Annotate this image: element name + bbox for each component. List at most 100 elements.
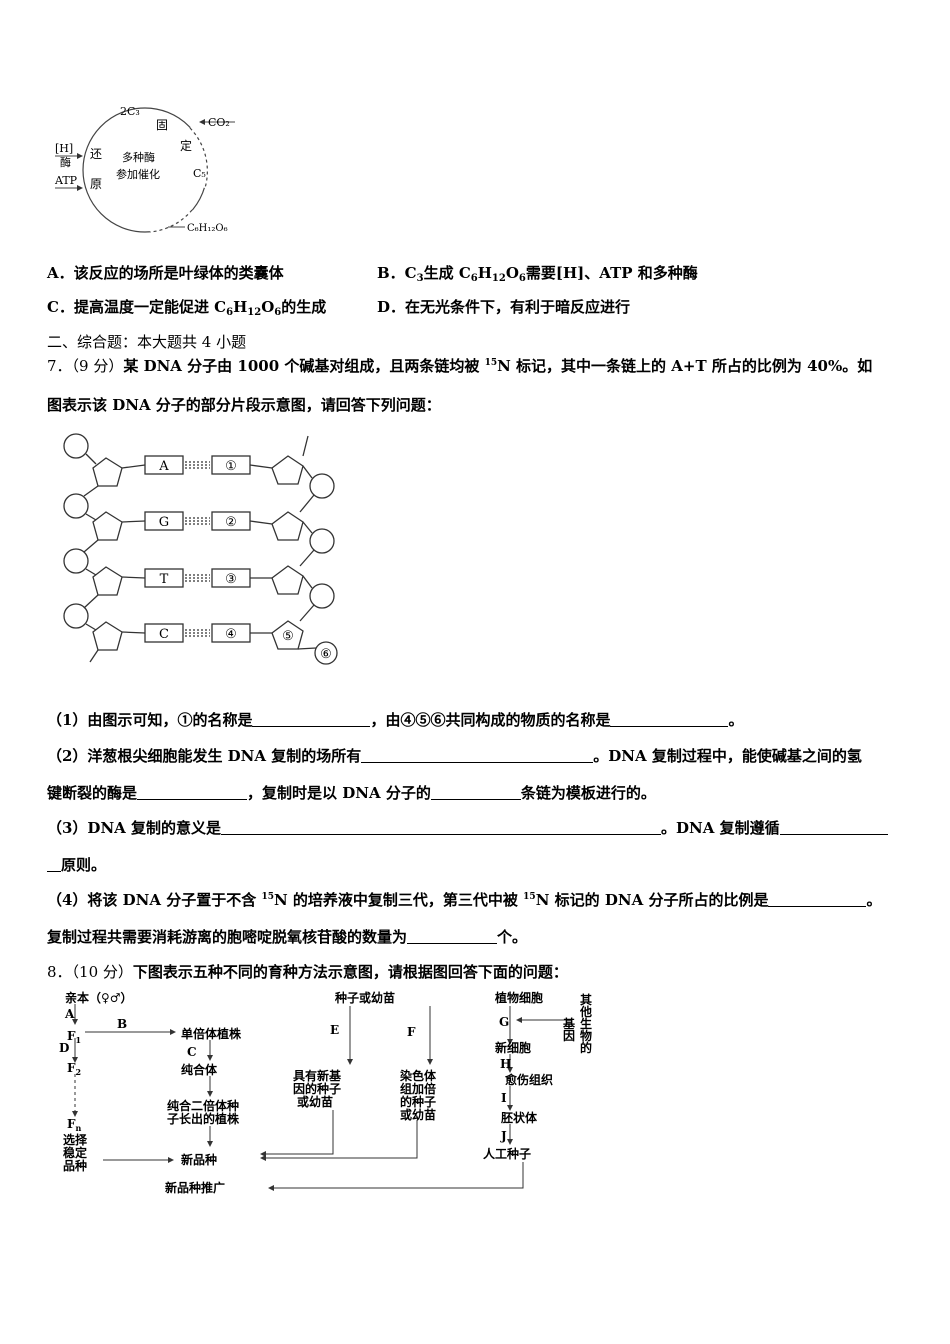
- q7-line-2: 图表示该 DNA 分子的部分片段示意图，请回答下列问题：: [47, 396, 441, 414]
- option-b: B．C3生成 C6H12O6需要[H]、ATP 和多种酶: [377, 264, 698, 284]
- gene-label-2: 因的种子: [293, 1081, 341, 1096]
- phosphate-right-1: [309, 473, 335, 499]
- breeding-flowchart: 亲本（♀♂） A F1 B D F2 Fn 选择 稳定 品种 单倍体植株 C 纯…: [59, 990, 592, 1195]
- embryoid-label: 胚状体: [501, 1110, 538, 1125]
- callus-label: 愈伤组织: [505, 1072, 553, 1087]
- diploid-label-2: 子长出的植株: [167, 1111, 240, 1126]
- pair-label-4: ④: [225, 627, 237, 642]
- step-h: H: [500, 1057, 511, 1071]
- dna-diagram: A G T C ① ② ③ ④ ⑤ ⑥: [63, 433, 338, 665]
- other-label-5: 的: [580, 1040, 592, 1055]
- answer-blank[interactable]: [361, 748, 594, 763]
- f2-label: F2: [67, 1061, 81, 1077]
- answer-blank[interactable]: [47, 857, 61, 872]
- answer-blank[interactable]: [252, 712, 371, 727]
- answer-blank[interactable]: [779, 820, 888, 835]
- label-6: ⑥: [320, 647, 332, 662]
- select-label-2: 稳定: [63, 1145, 87, 1160]
- fix-label-2: 定: [180, 138, 192, 153]
- option-d: D．在无光条件下，有利于暗反应进行: [377, 298, 631, 316]
- sugar-right-2: [271, 511, 304, 541]
- glucose-label: C₆H₁₂O₆: [187, 223, 228, 234]
- base-label-t: T: [160, 572, 169, 587]
- q8-line: 8．（10 分）下图表示五种不同的育种方法示意图，请根据图回答下面的问题：: [47, 963, 568, 981]
- gene-arrow-label-1: 基: [562, 1016, 576, 1031]
- phosphate-right-3: [309, 583, 335, 609]
- gene-label-3: 或幼苗: [297, 1094, 333, 1109]
- reduce-label-2: 原: [90, 177, 102, 191]
- base-label-g: G: [159, 515, 169, 530]
- q7-line-1: 7．（9 分）某 DNA 分子由 1000 个碱基对组成，且两条链均被 15N …: [47, 357, 873, 375]
- atp-label: ATP: [54, 174, 78, 187]
- chr-label-4: 或幼苗: [400, 1107, 436, 1122]
- phosphate-left-3: [63, 548, 89, 574]
- step-b: B: [117, 1017, 127, 1031]
- base-c-box: [144, 623, 184, 643]
- sugar-left-1: [92, 457, 123, 487]
- answer-blank[interactable]: [610, 712, 729, 727]
- answer-blank[interactable]: [430, 785, 521, 800]
- h-label: [H]: [55, 142, 73, 155]
- step-c: C: [187, 1045, 197, 1059]
- chr-label-3: 的种子: [400, 1094, 436, 1109]
- step-d: D: [59, 1041, 69, 1055]
- new-cell-label: 新细胞: [495, 1040, 531, 1055]
- base-label-c: C: [159, 627, 169, 642]
- step-a: A: [64, 1007, 75, 1021]
- answer-blank[interactable]: [221, 820, 662, 835]
- artificial-seed-label: 人工种子: [483, 1146, 531, 1161]
- co2-label: CO₂: [208, 116, 230, 129]
- answer-blank[interactable]: [407, 929, 498, 944]
- f1-label: F1: [67, 1029, 81, 1045]
- reduce-label-1: 还: [90, 147, 102, 161]
- phosphate-left-4: [63, 603, 89, 629]
- other-label-3: 生: [580, 1016, 592, 1031]
- center-label-1: 多种酶: [122, 150, 155, 164]
- q7-sub-1: （1）由图示可知，①的名称是，由④⑤⑥共同构成的物质的名称是。: [47, 711, 744, 729]
- step-e: E: [330, 1023, 339, 1037]
- answer-blank[interactable]: [137, 785, 248, 800]
- sugar-right-3: [271, 565, 304, 595]
- q7-sub-3-line-1: （3）DNA 复制的意义是。DNA 复制遵循: [47, 817, 888, 838]
- base-t-box: [144, 568, 184, 588]
- phosphate-left-2: [63, 493, 89, 519]
- select-label-1: 选择: [63, 1132, 88, 1147]
- seed-label: 种子或幼苗: [334, 990, 395, 1005]
- section-heading: 二、综合题：本大题共 4 小题: [47, 333, 247, 351]
- answer-blank[interactable]: [768, 892, 867, 907]
- q7-sub-2-line-2: 键断裂的酶是，复制时是以 DNA 分子的条链为模板进行的。: [47, 784, 656, 802]
- step-g: G: [499, 1015, 509, 1029]
- other-label-4: 物: [580, 1028, 592, 1043]
- enzyme-label: 酶: [60, 156, 71, 169]
- phosphate-right-4: [314, 641, 338, 665]
- haploid-label: 单倍体植株: [181, 1026, 242, 1041]
- fix-label-1: 固: [156, 118, 168, 132]
- promote-label: 新品种推广: [165, 1180, 225, 1195]
- plant-cell-label: 植物细胞: [494, 990, 543, 1005]
- sugar-left-4: [92, 621, 123, 651]
- gene-arrow-label-2: 因: [563, 1028, 575, 1043]
- q7-sub-4-line-2: 复制过程共需要消耗游离的胞嘧啶脱氧核苷酸的数量为个。: [47, 928, 528, 946]
- other-label-1: 其: [580, 992, 592, 1007]
- option-c: C．提高温度一定能促进 C6H12O6的生成: [47, 298, 327, 318]
- fn-label: Fn: [67, 1117, 82, 1133]
- phosphate-left-1: [63, 433, 89, 459]
- homozygous-label: 纯合体: [181, 1062, 218, 1077]
- q7-sub-4-line-1: （4）将该 DNA 分子置于不含 15N 的培养液中复制三代，第三代中被 15N…: [47, 891, 882, 909]
- chr-label-2: 组加倍: [400, 1081, 436, 1096]
- base-g-box: [144, 511, 184, 531]
- gene-label-1: 具有新基: [293, 1068, 342, 1083]
- pair-label-3: ③: [225, 572, 237, 587]
- q7-sub-2-line-1: （2）洋葱根尖细胞能发生 DNA 复制的场所有。DNA 复制过程中，能使碱基之间…: [47, 747, 862, 765]
- other-label-2: 他: [579, 1004, 592, 1019]
- step-j: J: [500, 1129, 507, 1143]
- sugar-left-3: [92, 566, 123, 596]
- sugar-right-4: [271, 620, 304, 650]
- label-5: ⑤: [282, 629, 294, 644]
- option-a: A．该反应的场所是叶绿体的类囊体: [47, 264, 284, 282]
- select-label-3: 品种: [63, 1158, 87, 1173]
- sugar-left-2: [92, 511, 123, 541]
- base-a-box: [144, 455, 184, 475]
- base-label-a: A: [158, 459, 169, 474]
- step-i: I: [501, 1091, 507, 1105]
